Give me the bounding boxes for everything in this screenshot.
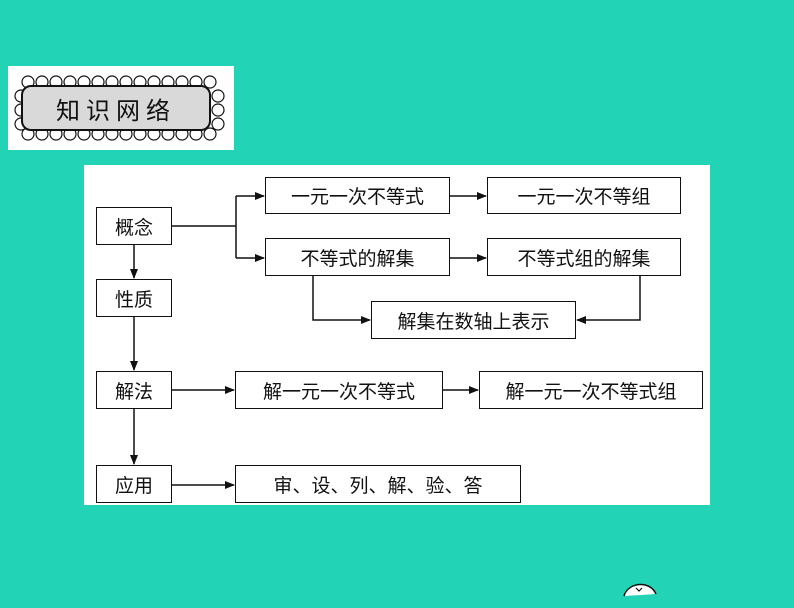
node-concept: 概念 bbox=[96, 207, 172, 245]
node-method: 解法 bbox=[96, 371, 172, 409]
node-group-solution-set: 不等式组的解集 bbox=[487, 238, 681, 276]
decorative-doodle-icon bbox=[623, 583, 657, 597]
node-nature: 性质 bbox=[96, 279, 172, 317]
node-solve-inequality-group: 解一元一次不等式组 bbox=[479, 371, 703, 409]
node-linear-inequality: 一元一次不等式 bbox=[265, 177, 450, 214]
node-linear-inequality-group: 一元一次不等组 bbox=[487, 177, 681, 214]
node-steps: 审、设、列、解、验、答 bbox=[235, 465, 521, 503]
node-solution-set: 不等式的解集 bbox=[265, 238, 450, 276]
node-application: 应用 bbox=[96, 465, 172, 503]
node-solve-inequality: 解一元一次不等式 bbox=[235, 371, 443, 409]
arrow-group-solution-to-number-line bbox=[576, 276, 641, 324]
section-title: 知识网络 bbox=[21, 85, 211, 131]
arrow-solution-to-number-line bbox=[312, 276, 371, 324]
node-number-line: 解集在数轴上表示 bbox=[371, 301, 576, 339]
